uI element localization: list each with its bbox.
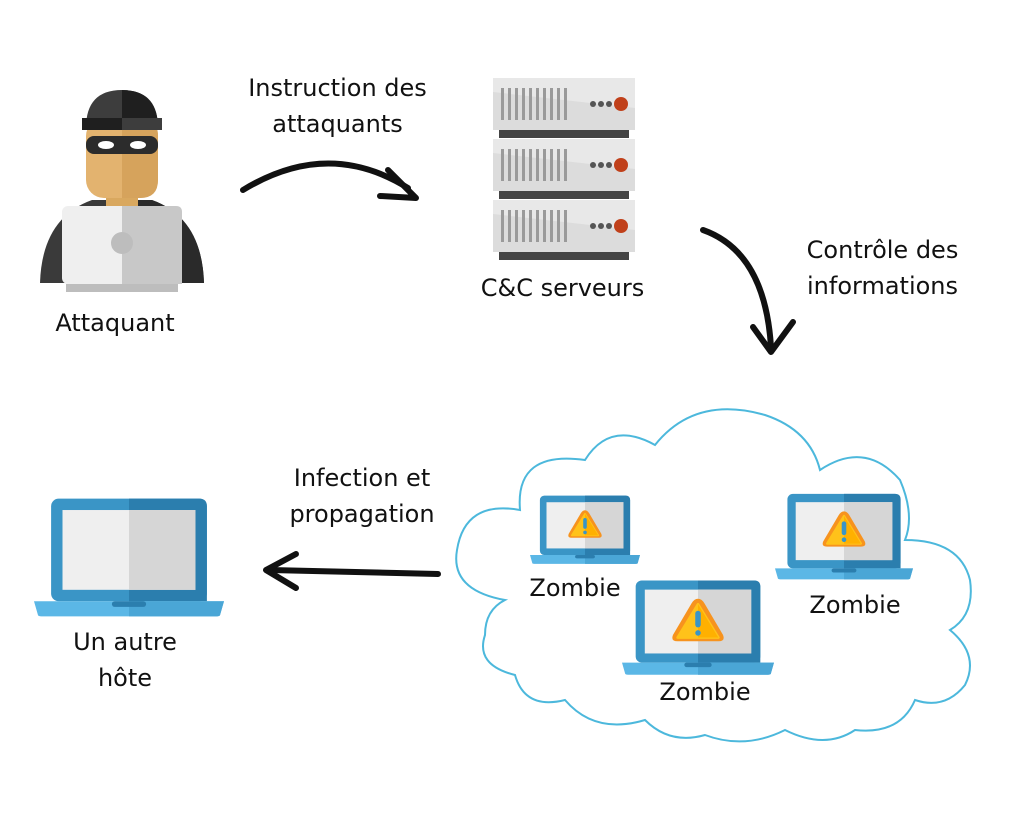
infected-laptop-icon (622, 580, 774, 675)
edge-label-control-line2: informations (806, 272, 959, 300)
edge-label-control-line1: Contrôle des (806, 236, 959, 264)
hacker-icon (40, 90, 204, 292)
infected-laptop-icon (530, 495, 640, 564)
other-host-label: Un autre hôte (30, 624, 220, 696)
edge-label-instruction: Instruction des attaquants (215, 70, 460, 142)
zombie-2-label: Zombie (659, 678, 751, 706)
edge-label-instruction-line2: attaquants (272, 110, 403, 138)
zombie-1-label: Zombie (529, 574, 621, 602)
botnet-cloud (455, 408, 972, 743)
arrow-instruction-icon (240, 160, 419, 201)
zombie-3-label: Zombie (809, 591, 901, 619)
edge-label-infection: Infection et propagation (262, 460, 462, 532)
edge-label-instruction-line1: Instruction des (248, 74, 427, 102)
infected-laptop-icon (775, 493, 913, 580)
other-host-label-line1: Un autre (73, 628, 177, 656)
edge-label-infection-line1: Infection et (293, 464, 431, 492)
server-rack-icon (493, 78, 635, 260)
edge-label-control: Contrôle des informations (780, 232, 985, 304)
attacker-label: Attaquant (55, 309, 175, 337)
other-host-label-line2: hôte (97, 664, 153, 692)
edge-label-infection-line2: propagation (289, 500, 435, 528)
laptop-icon (34, 498, 224, 617)
cc-servers-label: C&C serveurs (480, 274, 645, 302)
arrow-control-icon (700, 227, 796, 355)
arrow-infection-icon (263, 551, 441, 591)
